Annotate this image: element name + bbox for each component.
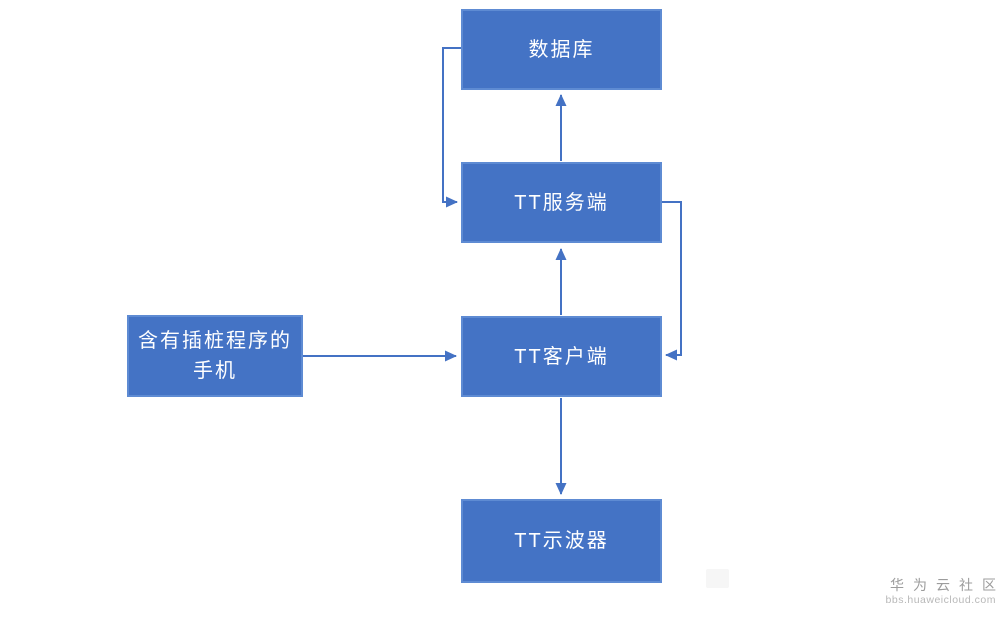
node-oscilloscope: TT示波器 [461,499,662,583]
edge-server-to-client-elbow [662,201,682,361]
watermark: 华为云社区 bbs.huaweicloud.com [886,577,996,607]
node-client: TT客户端 [461,316,662,397]
node-server: TT服务端 [461,162,662,243]
node-phone-label-line1: 含有插桩程序的 [138,330,292,352]
watermark-title: 华为云社区 [890,577,1004,593]
faint-smudge [706,569,729,588]
node-server-label: TT服务端 [514,191,609,214]
edge-database-to-server-elbow [442,47,461,208]
node-phone-label: 含有插桩程序的 手机 [138,326,292,386]
node-oscilloscope-label: TT示波器 [514,530,609,552]
node-database: 数据库 [461,9,662,90]
watermark-subtitle: bbs.huaweicloud.com [885,594,996,606]
node-phone: 含有插桩程序的 手机 [127,315,303,397]
node-database-label: 数据库 [528,38,595,61]
node-client-label: TT客户端 [514,345,609,368]
node-phone-label-line2: 手机 [193,360,237,382]
